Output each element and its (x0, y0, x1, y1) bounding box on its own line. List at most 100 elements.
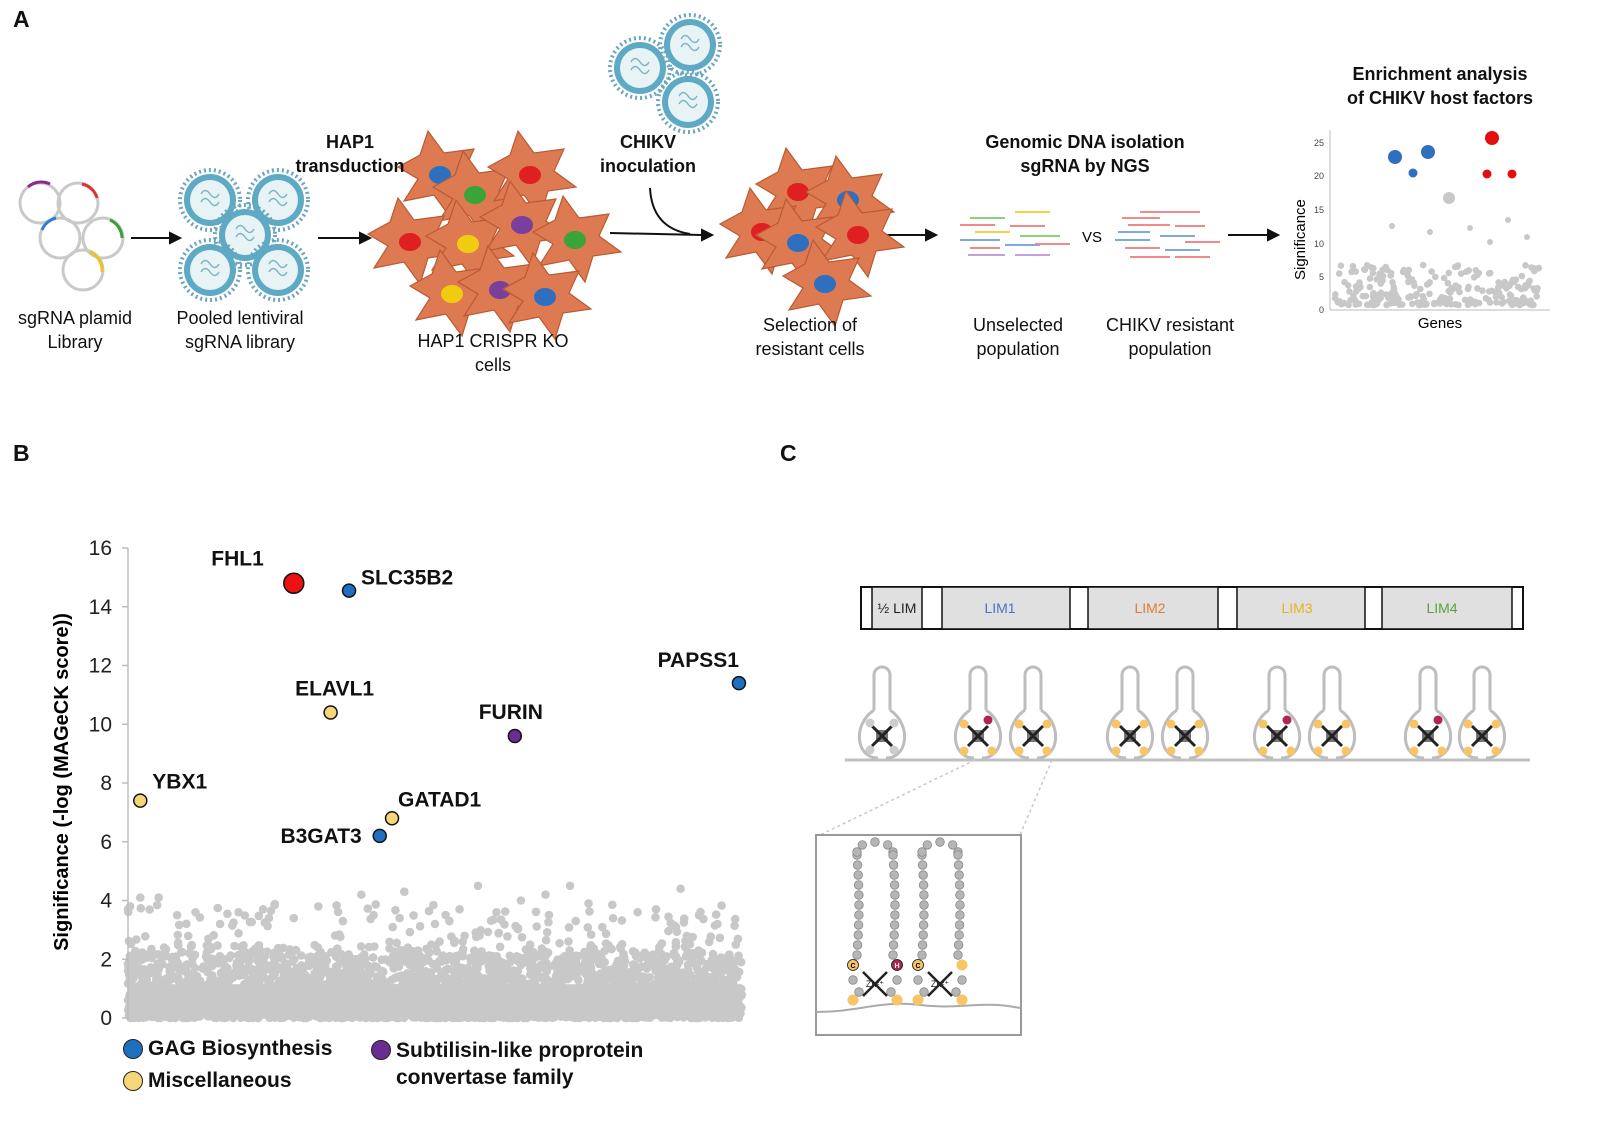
mini-background-point (1396, 301, 1403, 309)
lentiviral-library-caption: Pooled lentiviral sgRNA library (176, 308, 304, 352)
zinc-finger (954, 665, 1002, 760)
mini-background-point (1366, 275, 1374, 282)
residue-bead (889, 870, 899, 880)
mini-background-point (1352, 283, 1360, 290)
background-gene-point (438, 951, 448, 960)
mini-background-point (1506, 291, 1514, 299)
mini-background-point (1409, 300, 1416, 308)
mini-background-point (1525, 278, 1533, 286)
chikv-virus-icon (608, 13, 722, 134)
background-gene-point (676, 884, 685, 894)
background-gene-point (395, 913, 404, 923)
cysteine-residue (912, 994, 924, 1006)
background-gene-point (441, 910, 450, 920)
mini-background-point (1366, 283, 1374, 291)
legend-item-gag: GAG Biosynthesis (123, 1037, 332, 1061)
background-gene-point (141, 932, 150, 941)
histidine-label: H (894, 963, 899, 970)
mini-background-point (1362, 292, 1370, 300)
coordinating-residue (959, 719, 969, 729)
mini-enrichment-chart: 0 5 10 15 20 25 Significance Genes (1292, 130, 1550, 332)
zinc-finger (1308, 665, 1356, 760)
resistant-caption: CHIKV resistant population (1105, 315, 1235, 359)
background-gene-point (683, 948, 692, 957)
background-gene-point (571, 916, 580, 926)
residue-bead (854, 900, 864, 910)
background-gene-point (405, 960, 415, 970)
background-gene-point (455, 905, 464, 914)
background-gene-point (569, 970, 578, 979)
background-gene-point (284, 950, 294, 959)
background-gene-point (651, 960, 660, 970)
gene-point-ybx1 (133, 793, 148, 808)
background-gene-point (617, 916, 627, 925)
background-gene-point (730, 921, 739, 930)
mini-background-point (1376, 270, 1383, 278)
background-gene-point (637, 962, 647, 971)
mini-ytick: 10 (1314, 239, 1324, 249)
background-gene-point (694, 946, 703, 955)
background-gene-point (608, 900, 617, 910)
residue-bead (957, 975, 967, 985)
highlighted-gene-points (133, 572, 747, 844)
mini-background-point (1430, 299, 1438, 307)
background-gene-point (516, 960, 526, 970)
ngs-reads-left (960, 211, 1070, 256)
background-gene-point (333, 907, 343, 917)
residue-bead (953, 940, 964, 950)
background-gene-point (304, 953, 313, 962)
mini-background-point (1447, 301, 1455, 308)
background-gene-point (517, 932, 527, 942)
background-gene-point (566, 951, 576, 960)
coordinating-residue (1463, 719, 1473, 729)
gene-label-gatad1: GATAD1 (398, 788, 482, 811)
residue-bead (892, 975, 902, 985)
background-gene-point (564, 937, 573, 946)
mini-background-point (1387, 300, 1395, 307)
y-tick-label: 2 (100, 948, 112, 971)
background-gene-point (275, 951, 285, 960)
panel-a-figure: VS 0 5 10 15 20 25 Significance Genes (18, 13, 1550, 340)
background-gene-point (405, 927, 415, 937)
background-gene-point (132, 935, 141, 944)
background-gene-point (580, 951, 589, 961)
background-gene-point (551, 972, 561, 981)
vs-label: VS (1082, 229, 1102, 246)
background-gene-point (602, 975, 612, 985)
mini-background-point (1417, 285, 1424, 293)
coordinating-residue (1166, 746, 1176, 756)
coordinating-residue (1409, 719, 1419, 729)
background-gene-point (480, 974, 489, 983)
gene-point-elavl1 (323, 705, 338, 720)
background-gene-point (633, 907, 642, 917)
coordinating-residue (1194, 746, 1204, 756)
background-gene-point (186, 942, 196, 952)
cysteine-residue (956, 959, 968, 971)
coordinating-residue (1258, 719, 1268, 729)
background-gene-point (589, 944, 598, 953)
resistant-cells-icon (719, 147, 905, 327)
y-tick-label: 14 (89, 596, 113, 619)
coordinating-residue (1014, 719, 1024, 729)
mini-background-point (1426, 290, 1433, 298)
background-gene-point (392, 947, 402, 957)
background-gene-point (466, 954, 475, 963)
background-gene-point (615, 957, 624, 967)
zinc-label-1: Zn²⁺ (866, 979, 885, 989)
background-gene-point (505, 951, 515, 961)
histidine-residue (891, 959, 903, 971)
residue-bead (890, 910, 900, 920)
background-gene-point (363, 961, 373, 970)
mini-background-point (1337, 262, 1345, 270)
mini-background-point (1426, 279, 1433, 286)
plasmid-library-caption: sgRNA plamid Library (17, 308, 133, 352)
coordinating-residue (1463, 746, 1473, 756)
background-gene-point (460, 931, 469, 941)
cysteine-residue (847, 994, 859, 1006)
residue-bead (918, 920, 929, 930)
background-gene-point (541, 890, 550, 899)
domain-lim2: LIM2 (1134, 600, 1165, 616)
background-gene-point (489, 915, 498, 924)
